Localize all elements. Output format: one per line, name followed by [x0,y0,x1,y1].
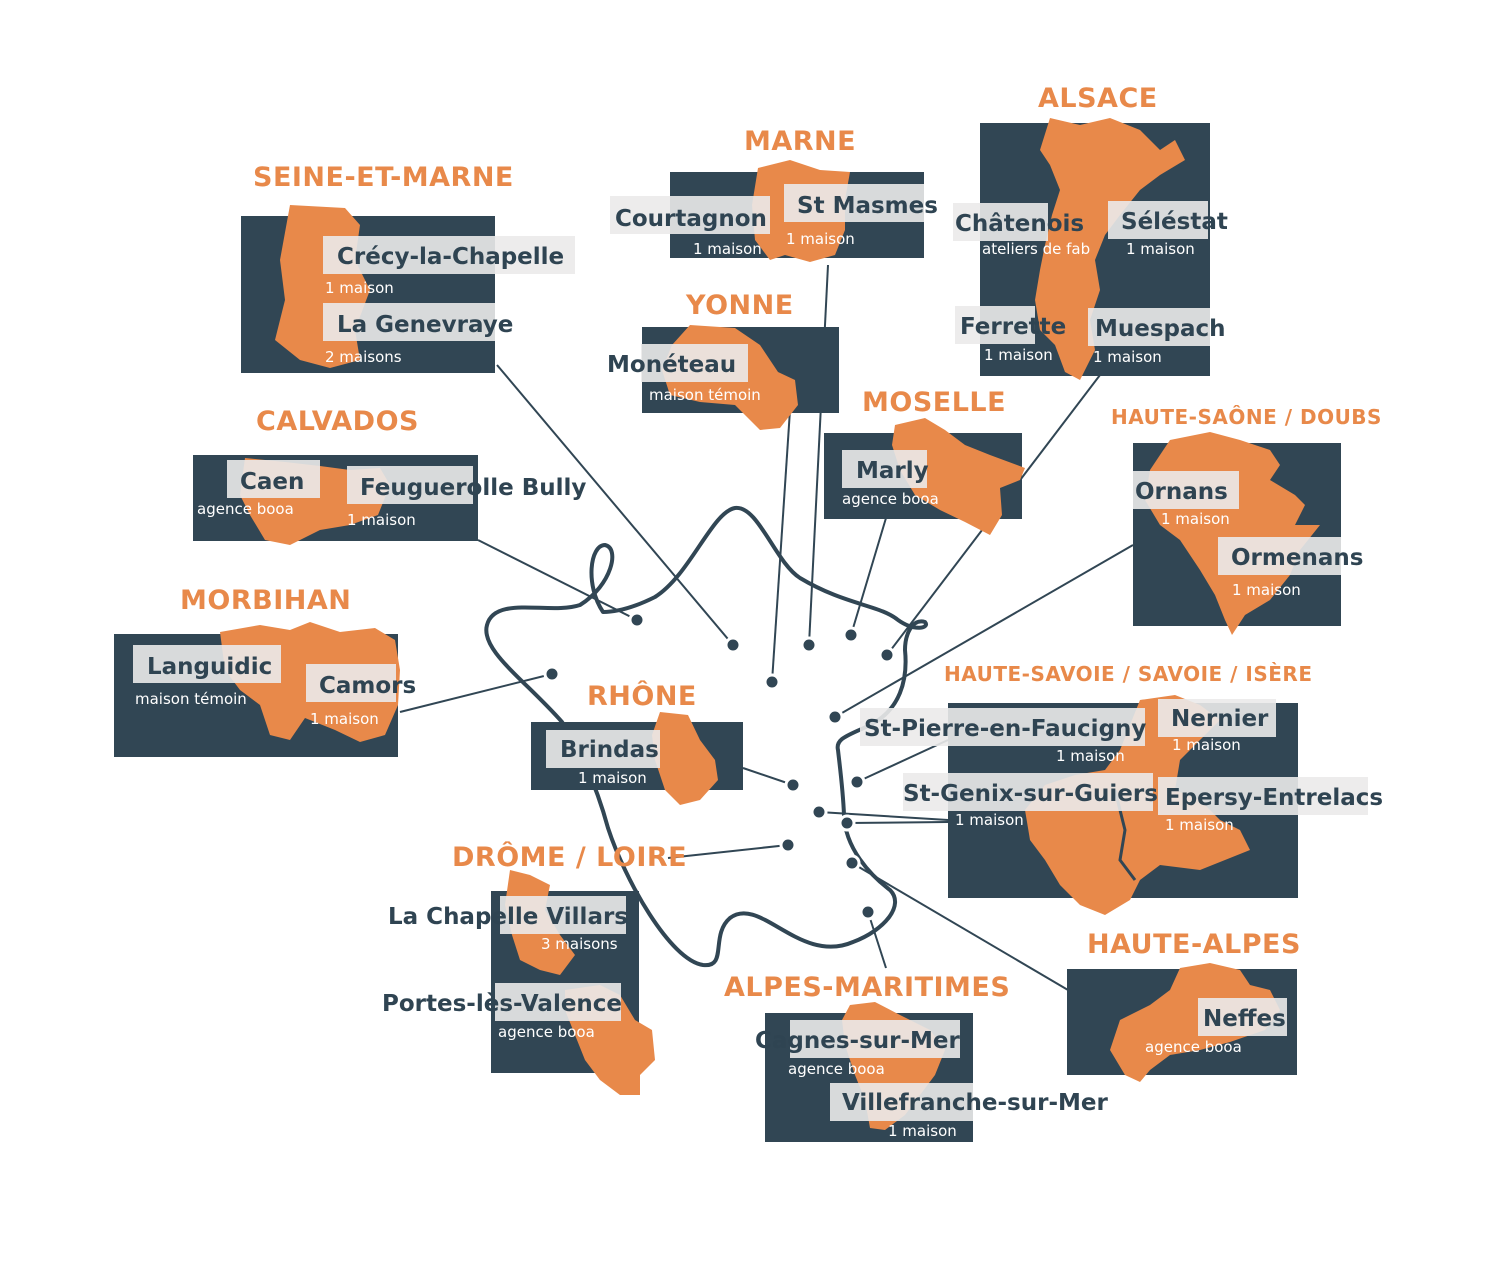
city-label: Courtagnon [615,206,767,232]
city-detail: 1 maison [1161,510,1230,528]
city-detail: agence booa [842,490,939,508]
city-detail: 1 maison [693,240,762,258]
region-yonne: YONNE Monéteau maison témoin [607,290,839,430]
france-outline [484,506,928,968]
city-label: La Chapelle Villars [388,904,628,930]
city-label: Ferrette [960,314,1066,340]
city-detail: maison témoin [135,690,247,708]
city-detail: 1 maison [1126,240,1195,258]
city-detail: 1 maison [984,346,1053,364]
region-title: DRÔME / LOIRE [452,841,687,873]
city-label: Feuguerolle Bully [360,475,586,501]
region-title: MARNE [744,126,856,157]
city-label: St Masmes [797,193,938,219]
region-seine-et-marne: SEINE-ET-MARNE Crécy-la-Chapelle 1 maiso… [241,162,575,373]
location-dots [543,611,896,921]
region-title: HAUTE-SAÔNE / DOUBS [1111,405,1382,429]
city-detail: 1 maison [1172,736,1241,754]
city-detail: 3 maisons [541,935,618,953]
city-label: Ormenans [1231,545,1363,571]
city-detail: 1 maison [1165,816,1234,834]
city-label: Ornans [1135,479,1228,505]
department-shape [652,712,718,805]
region-title: RHÔNE [587,680,697,712]
city-detail: 1 maison [786,230,855,248]
city-label: La Genevraye [337,312,513,338]
city-detail: 1 maison [955,811,1024,829]
city-detail: maison témoin [649,386,761,404]
region-alpes-maritimes: ALPES-MARITIMES Cagnes-sur-Mer agence bo… [724,972,1108,1142]
city-detail: agence booa [498,1023,595,1041]
region-drome-loire: DRÔME / LOIRE La Chapelle Villars 3 mais… [382,841,687,1095]
region-title: HAUTE-ALPES [1087,929,1301,960]
city-detail: 1 maison [578,769,647,787]
city-detail: 2 maisons [325,348,402,366]
city-detail: 1 maison [1093,348,1162,366]
city-detail: 1 maison [888,1122,957,1140]
region-title: HAUTE-SAVOIE / SAVOIE / ISÈRE [944,662,1313,686]
city-label: Brindas [560,737,659,763]
city-label: Languidic [147,654,272,680]
city-label: St-Genix-sur-Guiers [903,781,1158,807]
city-detail: 1 maison [1232,581,1301,599]
leader-lines [399,264,1134,991]
city-detail: agence booa [1145,1038,1242,1056]
city-label: Portes-lès-Valence [382,991,622,1017]
department-shape [1110,963,1280,1082]
region-title: SEINE-ET-MARNE [253,162,514,193]
city-label: Epersy-Entrelacs [1165,785,1383,811]
city-label: Nernier [1171,706,1269,732]
region-title: CALVADOS [256,406,419,437]
region-morbihan: MORBIHAN Languidic maison témoin Camors … [114,585,416,757]
city-label: Monéteau [607,352,736,378]
city-label: Séléstat [1121,209,1228,235]
city-detail: 1 maison [325,279,394,297]
city-detail: 1 maison [347,511,416,529]
city-detail: agence booa [788,1060,885,1078]
region-haute-saone-doubs: HAUTE-SAÔNE / DOUBS Ornans 1 maison Orme… [1111,405,1382,635]
city-label: St-Pierre-en-Faucigny [864,716,1146,742]
region-title: ALPES-MARITIMES [724,972,1010,1003]
region-rhone: RHÔNE Brindas 1 maison [531,680,743,805]
region-title: YONNE [685,290,794,321]
region-moselle: MOSELLE Marly agence booa [824,387,1025,535]
city-detail: 1 maison [310,710,379,728]
department-shape [1035,118,1185,380]
city-detail: ateliers de fab [982,240,1090,258]
city-label: Caen [240,469,304,495]
region-title: MOSELLE [862,387,1006,418]
region-alsace: ALSACE Châtenois ateliers de fab Sélésta… [953,83,1228,380]
city-label: Villefranche-sur-Mer [842,1090,1108,1116]
region-marne: MARNE Courtagnon 1 maison St Masmes 1 ma… [610,126,938,262]
city-label: Cagnes-sur-Mer [755,1028,961,1054]
region-title: MORBIHAN [180,585,351,616]
region-haute-alpes: HAUTE-ALPES Neffes agence booa [1067,929,1301,1082]
city-label: Neffes [1203,1006,1286,1032]
city-label: Marly [856,458,929,484]
region-title: ALSACE [1038,83,1158,114]
region-haute-savoie-savoie-isere: HAUTE-SAVOIE / SAVOIE / ISÈRE St-Pierre-… [860,662,1383,915]
city-label: Châtenois [955,211,1084,237]
department-shape [892,418,1025,535]
region-calvados: CALVADOS Caen agence booa Feuguerolle Bu… [193,406,586,545]
city-label: Crécy-la-Chapelle [337,244,564,270]
city-detail: 1 maison [1056,747,1125,765]
city-label: Camors [319,673,416,699]
city-label: Muespach [1095,316,1226,342]
city-detail: agence booa [197,500,294,518]
